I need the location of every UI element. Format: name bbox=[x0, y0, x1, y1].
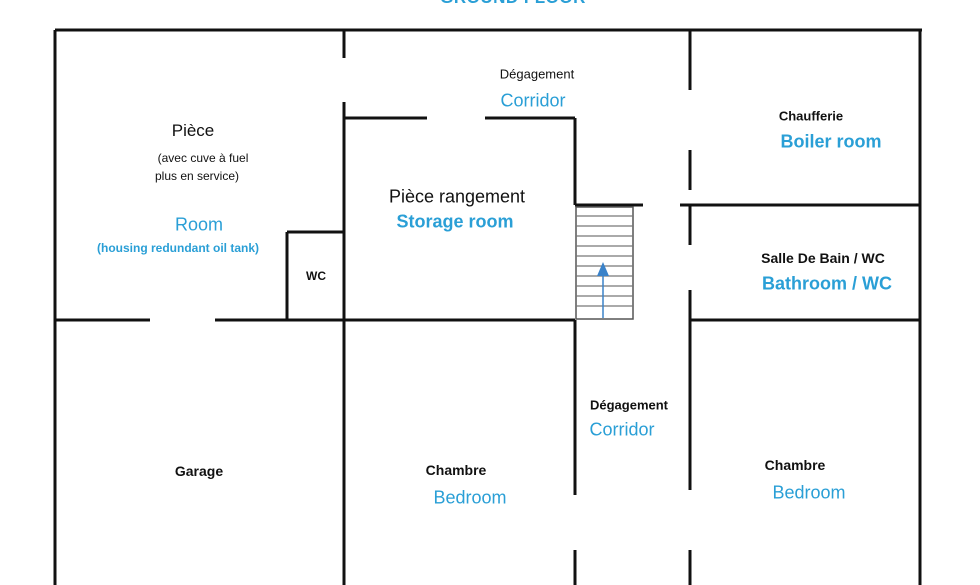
room-note-en: (housing redundant oil tank) bbox=[97, 241, 259, 255]
bathroom-label-en: Bathroom / WC bbox=[762, 273, 892, 294]
bathroom-label-fr: Salle De Bain / WC bbox=[761, 250, 885, 266]
corridor-mid-label-fr: Dégagement bbox=[589, 397, 669, 413]
corridor-top-label-en: Corridor bbox=[500, 90, 566, 111]
arrow-up-icon bbox=[597, 262, 609, 318]
garage-label: Garage bbox=[174, 463, 224, 479]
room-note-fr-1: (avec cuve à fuel bbox=[157, 151, 249, 165]
walls bbox=[53, 28, 922, 585]
wc-label: WC bbox=[306, 269, 326, 283]
storage-label-fr: Pièce rangement bbox=[388, 186, 526, 207]
storage-label-en: Storage room bbox=[396, 211, 514, 232]
room-label-fr: Pièce bbox=[171, 121, 215, 140]
bedroom-right-label-en: Bedroom bbox=[772, 482, 846, 503]
stairs-icon bbox=[575, 206, 634, 320]
bedroom-left-label-fr: Chambre bbox=[425, 462, 487, 478]
corridor-mid-label-en: Corridor bbox=[589, 419, 655, 440]
page-title: GROUND FLOOR bbox=[440, 0, 586, 8]
room-note-fr-2: plus en service) bbox=[154, 169, 240, 183]
corridor-top-label-fr: Dégagement bbox=[499, 66, 575, 82]
room-label-en: Room bbox=[174, 214, 224, 235]
bedroom-left-label-en: Bedroom bbox=[433, 487, 507, 508]
boiler-label-fr: Chaufferie bbox=[778, 108, 844, 124]
bedroom-right-label-fr: Chambre bbox=[764, 457, 826, 473]
boiler-label-en: Boiler room bbox=[780, 131, 882, 152]
